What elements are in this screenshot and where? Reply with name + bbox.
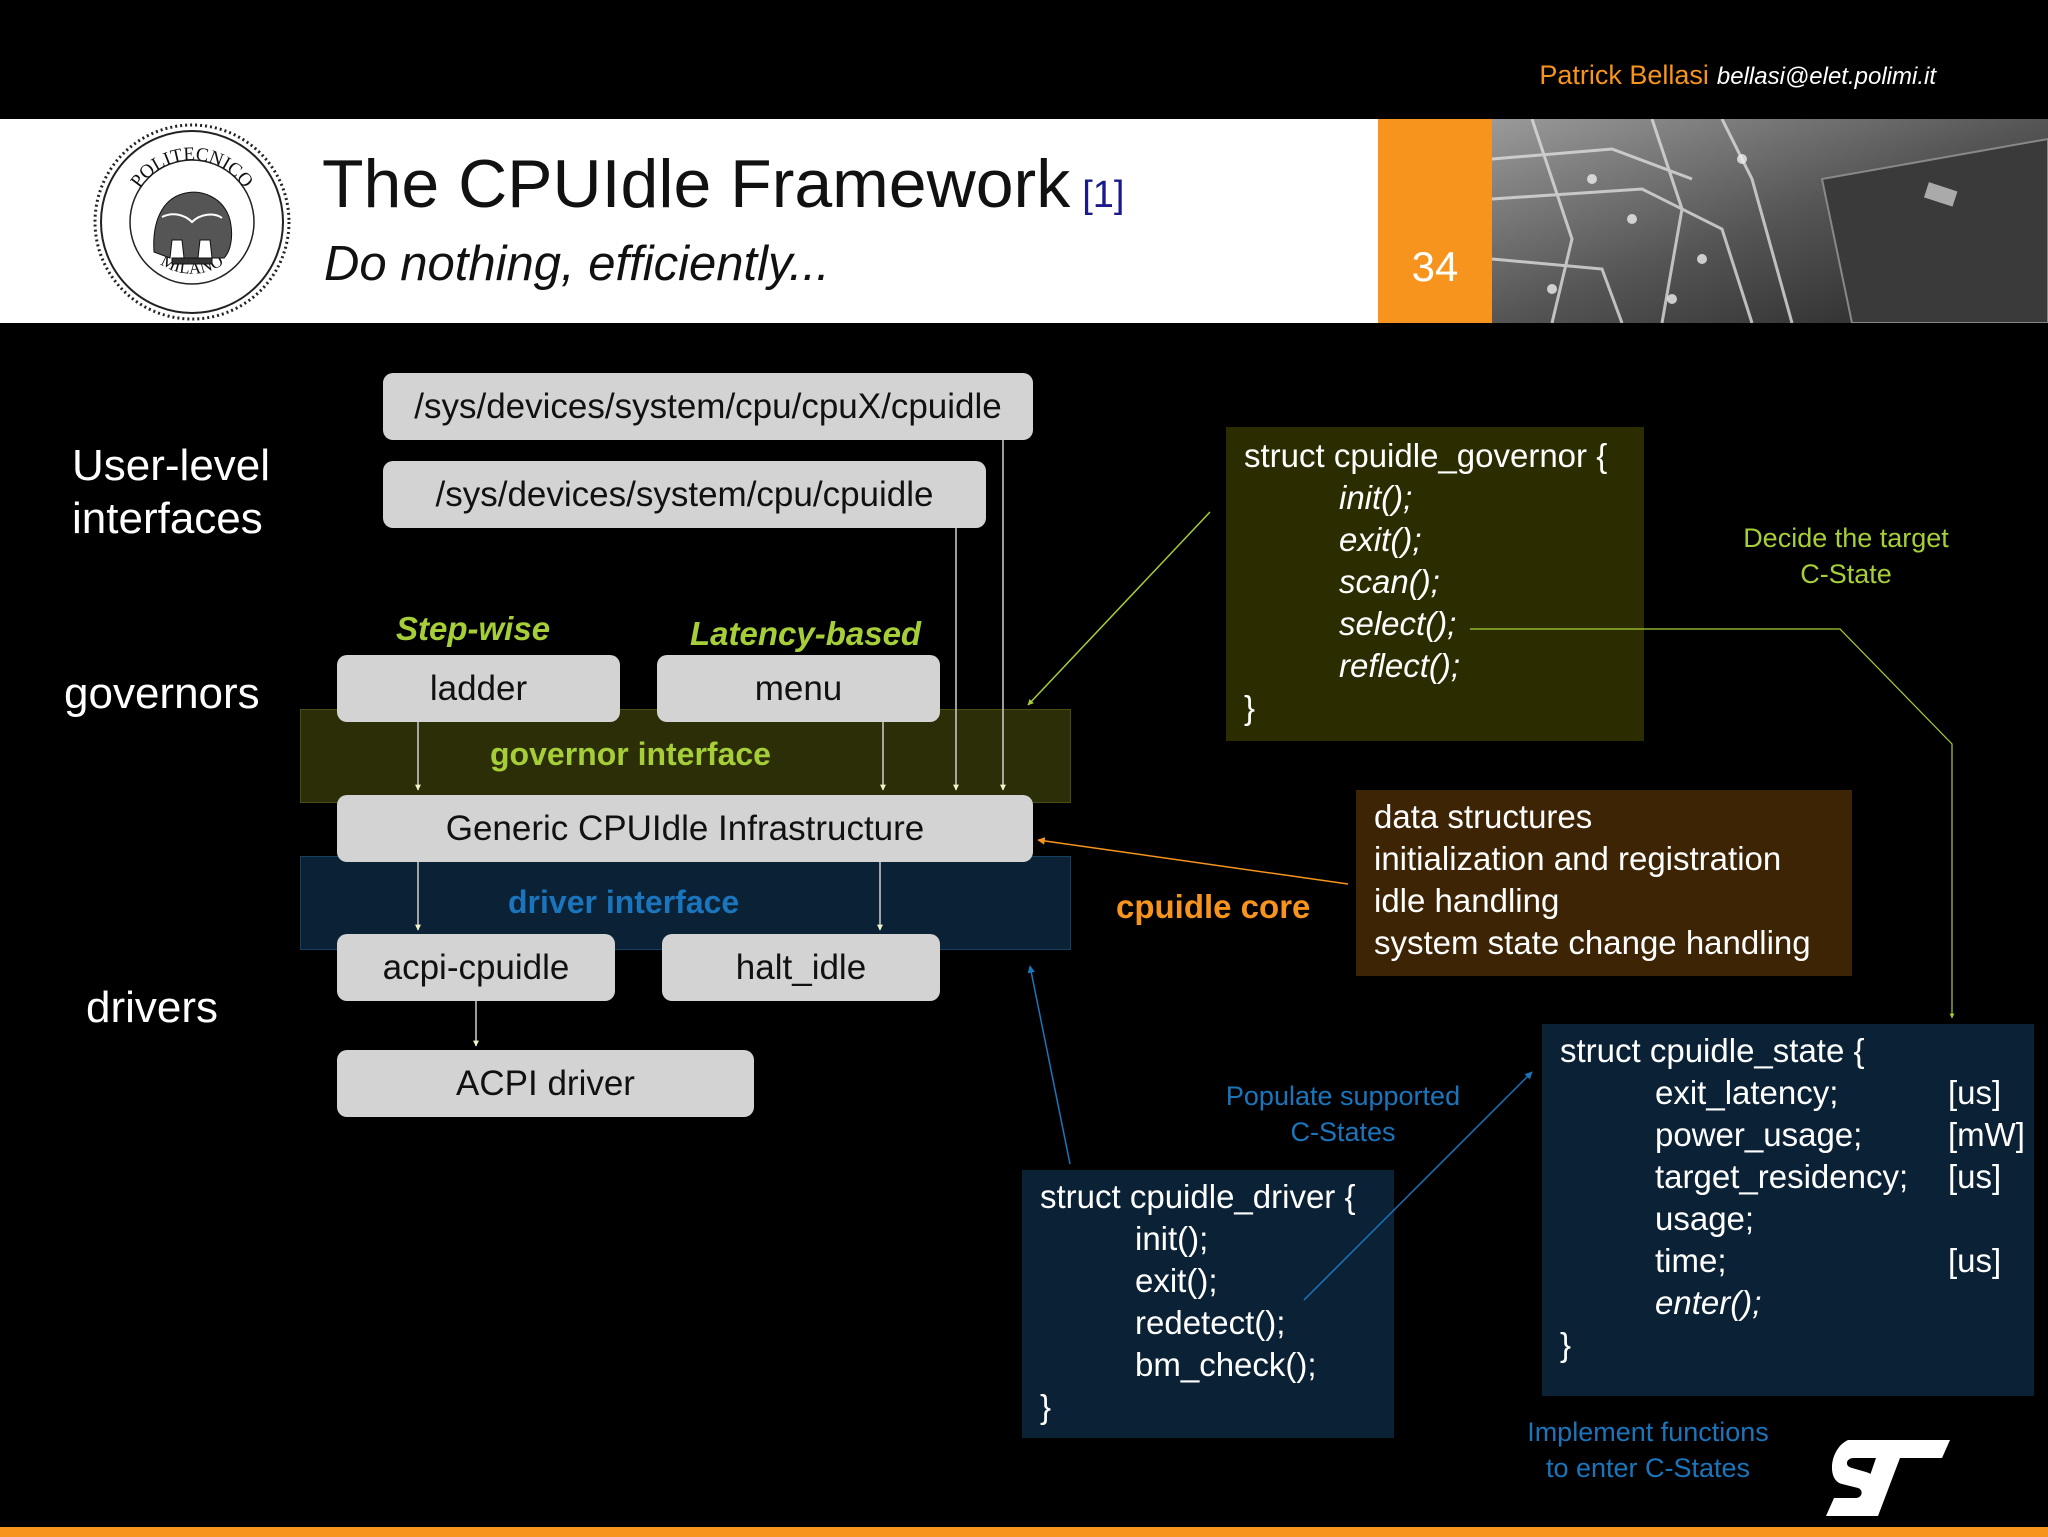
arrow-core-features [1037, 837, 1349, 885]
driver-struct-box: struct cpuidle_driver { init(); exit(); … [1022, 1170, 1394, 1438]
sysfs-cpux-box: /sys/devices/system/cpu/cpuX/cpuidle [383, 373, 1033, 440]
page-number: 34 [1411, 243, 1459, 290]
stepwise-label: Step-wise [396, 610, 551, 647]
governor-method-select: select(); [1339, 605, 1457, 642]
page-title: The CPUIdle Framework [1] [322, 145, 1124, 223]
state-struct-box: struct cpuidle_state { exit_latency; [us]… [1542, 1024, 2034, 1396]
menu-box: menu [657, 655, 940, 722]
cpuidle-core-label: cpuidle core [1116, 888, 1311, 925]
arrow-governor-struct [1027, 511, 1211, 706]
acpi-cpuidle-box: acpi-cpuidle [337, 934, 615, 1001]
page-subtitle: Do nothing, efficiently... [324, 237, 830, 291]
bottom-accent-line [0, 1527, 2048, 1537]
driver-struct-header: struct cpuidle_driver { [1040, 1178, 1356, 1215]
governors-label: governors [64, 669, 260, 718]
halt-idle-box: halt_idle [662, 934, 940, 1001]
arrow-driver-to-state [1303, 1071, 1533, 1301]
state-field-unit: [us] [1948, 1074, 2002, 1111]
state-field-unit: [mW] [1948, 1116, 2025, 1153]
state-field-unit: [us] [1948, 1158, 2002, 1195]
state-field-unit: [us] [1948, 1242, 2002, 1279]
driver-method-exit: exit(); [1135, 1262, 1218, 1299]
author-line: Patrick Bellasi bellasi@elet.polimi.it [1539, 60, 1936, 91]
user-level-label: User-level interfaces [72, 441, 271, 543]
sysfs-cpu-box: /sys/devices/system/cpu/cpuidle [383, 461, 986, 528]
driver-method-redetect: redetect(); [1135, 1304, 1286, 1341]
arrow-select-to-state [1470, 628, 1955, 1019]
title-text: The CPUIdle Framework [322, 146, 1071, 222]
governor-struct-close: } [1244, 689, 1256, 726]
driver-struct-close: } [1040, 1388, 1052, 1425]
governor-interface-label: governor interface [490, 736, 771, 772]
governor-method-scan: scan(); [1339, 563, 1440, 600]
state-struct-close: } [1560, 1326, 1572, 1363]
state-field-row: power_usage; [mW] [1560, 1114, 2025, 1156]
acpi-driver-box: ACPI driver [337, 1050, 754, 1117]
author-email: bellasi@elet.polimi.it [1716, 63, 1936, 90]
university-seal: POLITECNICO MILANO [93, 123, 291, 321]
governor-interface-band [300, 709, 1071, 803]
core-features-box: data structures initialization and regis… [1356, 790, 1852, 976]
core-feature-state-change: system state change handling [1374, 924, 1811, 961]
core-feature-data-structures: data structures [1374, 798, 1593, 835]
governor-method-reflect: reflect(); [1339, 647, 1461, 684]
governor-struct-box: struct cpuidle_governor { init(); exit()… [1226, 427, 1644, 741]
latency-based-label: Latency-based [690, 615, 922, 652]
driver-interface-label: driver interface [508, 884, 740, 920]
state-field-name: power_usage; [1655, 1116, 1863, 1153]
core-feature-initialization: initialization and registration [1374, 840, 1782, 877]
page-number-box [1378, 119, 1492, 323]
arrow-driver-struct [1027, 965, 1071, 1165]
state-field-row: time; [us] [1560, 1240, 2016, 1282]
governor-method-init: init(); [1339, 479, 1413, 516]
author-name: Patrick Bellasi [1539, 60, 1709, 90]
circuit-board-image [1492, 119, 2048, 323]
governor-method-exit: exit(); [1339, 521, 1422, 558]
core-feature-idle-handling: idle handling [1374, 882, 1560, 919]
driver-method-bm-check: bm_check(); [1135, 1346, 1317, 1383]
drivers-label: drivers [86, 983, 219, 1032]
governor-struct-header: struct cpuidle_governor { [1244, 437, 1608, 474]
driver-method-init: init(); [1135, 1220, 1209, 1257]
state-field-name: usage; [1655, 1200, 1755, 1237]
state-field-name: enter(); [1655, 1284, 1762, 1321]
generic-cpuidle-infrastructure-box: Generic CPUIdle Infrastructure [337, 795, 1033, 862]
state-struct-header: struct cpuidle_state { [1560, 1032, 1865, 1069]
state-field-name: target_residency; [1655, 1158, 1909, 1195]
st-logo [1826, 1440, 1950, 1516]
state-field-row: enter(); [1560, 1282, 2016, 1324]
state-field-row: exit_latency; [us] [1560, 1072, 2016, 1114]
state-field-name: exit_latency; [1655, 1074, 1839, 1111]
state-field-row: usage; [1560, 1198, 2016, 1240]
state-field-name: time; [1655, 1242, 1727, 1279]
state-field-row: target_residency; [us] [1560, 1156, 2016, 1198]
title-reference: [1] [1082, 174, 1125, 216]
ladder-box: ladder [337, 655, 620, 722]
